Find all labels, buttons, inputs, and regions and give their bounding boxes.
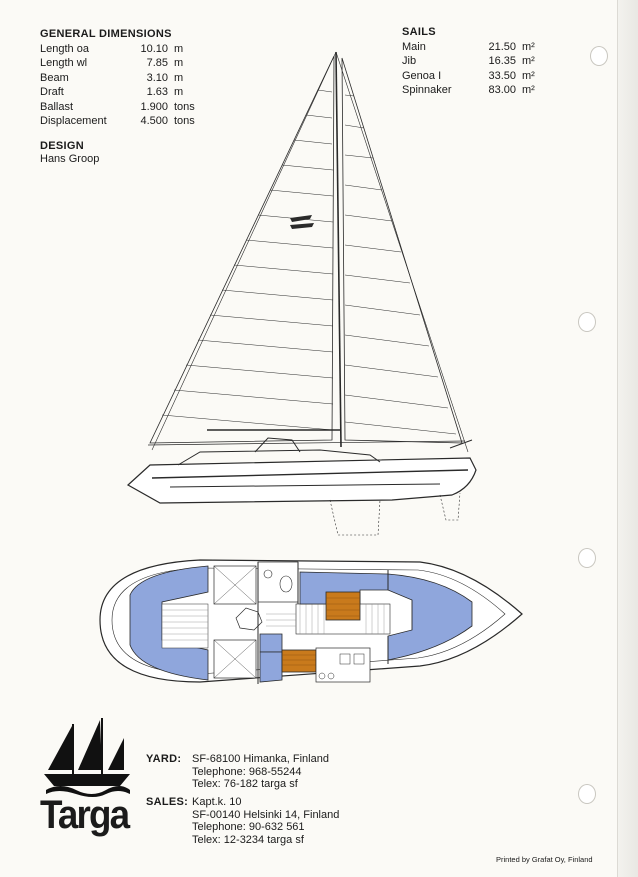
toilet-icon <box>279 575 293 593</box>
general-dimensions-heading: GENERAL DIMENSIONS <box>40 28 172 40</box>
yard-telex: Telex: 76-182 targa sf <box>192 778 298 790</box>
punch-hole <box>590 46 608 66</box>
sales-telex: Telex: 12-3234 targa sf <box>192 833 304 846</box>
sales-street: Kapt.k. 10 <box>192 796 242 808</box>
targa-logo-icon <box>44 718 130 797</box>
design-heading: DESIGN <box>40 140 84 152</box>
sales-address: SF-00140 Helsinki 14, Finland <box>192 808 340 821</box>
chart-table <box>281 649 317 673</box>
sink-icon <box>339 653 351 665</box>
accommodation-plan <box>99 559 523 684</box>
mast <box>335 51 342 448</box>
sheer-stripe <box>151 469 469 479</box>
pushpit <box>449 439 473 449</box>
cabin-top <box>177 449 381 466</box>
stove-burner-icon <box>318 672 326 680</box>
port-seat-cushion <box>259 633 283 653</box>
port-seat-cushion <box>259 651 283 683</box>
forestay <box>151 51 337 451</box>
aft-sole-planks <box>162 609 208 641</box>
mainsail <box>341 57 463 444</box>
sales-telephone: Telephone: 90-632 561 <box>192 821 305 833</box>
engine <box>235 607 263 631</box>
washbasin-icon <box>263 569 273 579</box>
yard-address: SF-68100 Himanka, Finland <box>192 753 329 765</box>
stove-burner-icon <box>327 672 335 680</box>
printer-credit: Printed by Grafat Oy, Finland <box>496 855 593 864</box>
saloon-table <box>325 591 361 621</box>
sales-contact: SALES: Kapt.k. 10 SF-00140 Helsinki 14, … <box>146 796 446 848</box>
page-edge <box>617 0 638 877</box>
saloon-sole-planks <box>266 604 385 634</box>
genoa-sail <box>149 55 335 444</box>
hull <box>126 457 477 504</box>
yard-contact: YARD: SF-68100 Himanka, Finland Telephon… <box>146 753 446 793</box>
design-block: DESIGN Hans Groop <box>40 140 99 166</box>
sail-logo-icon <box>290 215 314 229</box>
dodger <box>254 437 301 453</box>
sails-heading: SAILS <box>402 26 436 38</box>
sales-label: SALES: <box>146 796 189 808</box>
yard-label: YARD: <box>146 753 182 765</box>
designer-name: Hans Groop <box>40 153 100 165</box>
boot-stripe <box>169 483 441 488</box>
sink-icon <box>353 653 365 665</box>
inner-hull <box>111 567 506 675</box>
mainsail-panels <box>344 94 457 435</box>
keel-outline <box>329 499 381 536</box>
punch-hole <box>578 784 596 804</box>
rudder-outline <box>439 492 461 521</box>
punch-hole <box>578 312 596 332</box>
backstay <box>335 51 469 453</box>
guard-rail <box>147 440 466 446</box>
punch-hole <box>578 548 596 568</box>
aft-cabin-sole <box>161 603 209 649</box>
galley <box>315 647 371 683</box>
yard-telephone: Telephone: 968-55244 <box>192 765 302 778</box>
genoa-panels <box>161 89 334 431</box>
brand-wordmark: Targa <box>40 793 130 837</box>
